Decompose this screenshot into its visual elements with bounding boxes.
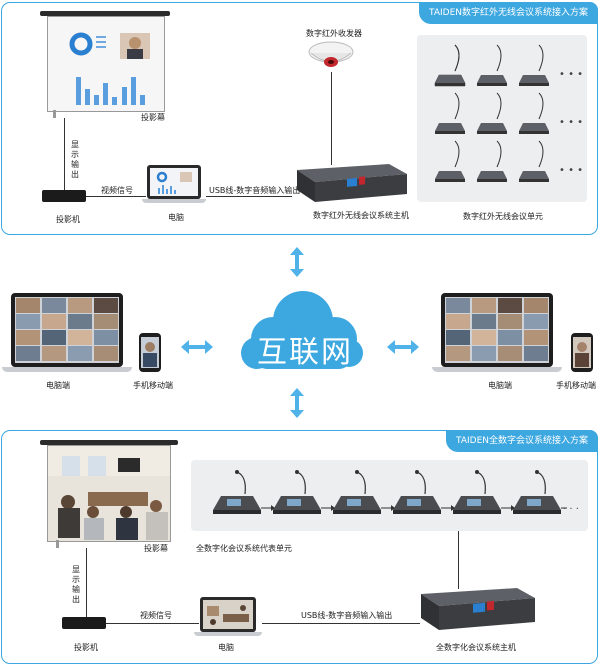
left-pc-label: 电脑端 [46,381,70,390]
projector-icon [42,190,86,202]
bottom-display-line [86,548,87,620]
ir-transceiver-label: 数字红外收发器 [306,29,362,38]
svg-text:• • •: • • • [559,69,583,80]
cloud-label: 互联网 [257,335,353,370]
top-host-label: 数字红外无线会议系统主机 [313,211,409,220]
bottom-projector-label: 投影机 [74,643,98,652]
top-display-line [64,118,65,190]
bottom-host-label: 全数字化会议系统主机 [436,643,516,652]
top-computer-label: 电脑 [168,213,184,222]
top-usb-label: USB线-数字音频输入输出 [209,186,301,195]
top-video-signal-label: 视频信号 [101,186,133,195]
top-display-output-label: 显示输出 [71,140,79,179]
top-usb-line [206,196,292,197]
horizontal-arrow-left-icon [181,340,213,354]
bottom-projection-screen-label: 投影幕 [144,544,168,553]
bottom-banner: TAIDEN全数字会议系统接入方案 [446,430,598,452]
right-pc-label: 电脑端 [488,381,512,390]
internet-cloud-icon [241,291,363,369]
top-banner: TAIDEN数字红外无线会议系统接入方案 [419,2,598,24]
delegate-units-label: 全数字化会议系统代表单元 [196,544,292,553]
bottom-projector-icon [62,617,106,629]
horizontal-arrow-right-icon [387,340,419,354]
bottom-usb-line [262,623,420,624]
left-mobile-label: 手机移动端 [133,381,173,390]
wireless-units-panel: • • • • • • • • • [417,35,587,202]
top-units-label: 数字红外无线会议单元 [463,212,543,221]
delegate-units-panel: · · · [191,460,588,531]
bottom-video-line [106,623,199,624]
svg-text:• • •: • • • [559,165,583,176]
svg-text:• • •: • • • [559,117,583,128]
vertical-arrow-top-icon [290,247,304,277]
top-projection-screen-label: 投影幕 [141,113,165,122]
bottom-display-output-label: 显示输出 [72,565,80,604]
vertical-arrow-bottom-icon [290,388,304,418]
bottom-video-signal-label: 视频信号 [140,611,172,620]
top-projector-label: 投影机 [56,215,80,224]
right-mobile-label: 手机移动端 [556,381,596,390]
bottom-computer-label: 电脑 [218,643,234,652]
top-video-line [86,196,146,197]
bottom-usb-label: USB线-数字音频输入输出 [301,611,393,620]
svg-text:· · ·: · · · [563,504,579,515]
units-to-host-line [458,531,459,589]
ir-cable [331,72,332,165]
